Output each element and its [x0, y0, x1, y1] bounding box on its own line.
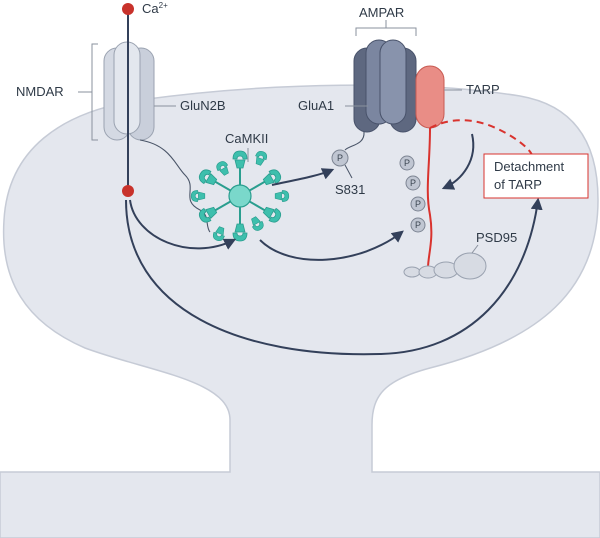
glua1-label: GluA1: [298, 98, 334, 113]
tarp-detachment-dashed: [429, 119, 533, 156]
phospho-sites: [399, 155, 426, 233]
glun2b-label: GluN2B: [180, 98, 226, 113]
s831-phospho-label: P: [337, 153, 343, 163]
camkii-holoenzyme-icon: [190, 149, 290, 243]
s831-label: S831: [335, 182, 365, 197]
ampar-bracket: [355, 20, 417, 36]
camkii-label: CaMKII: [225, 131, 268, 146]
arrow-tarp-phospho: [441, 133, 475, 190]
nmdar-label: NMDAR: [16, 84, 64, 99]
phospho-label: P: [410, 178, 416, 188]
detachment-label-line1: Detachment: [494, 159, 564, 174]
tarp-tail: [426, 127, 433, 269]
phospho-label: P: [404, 158, 410, 168]
calcium-ion-icon: [122, 185, 134, 197]
arrow-camkii-to-tarp-phospho: [259, 230, 404, 261]
calcium-ion-icon: [122, 3, 134, 15]
detachment-label-line2: of TARP: [494, 177, 542, 192]
tarp-label: TARP: [466, 82, 500, 97]
tarp-protein: [415, 65, 445, 129]
arrow-ca-to-detachment: [125, 197, 543, 356]
nmdar-bracket: [78, 43, 98, 141]
psd95-scaffold-icon: [403, 252, 487, 280]
phospho-label: P: [415, 220, 421, 230]
arrow-ca-to-camkii: [129, 199, 237, 250]
phospho-label: P: [415, 199, 421, 209]
calcium-label: Ca2+: [142, 1, 168, 16]
nmdar-receptor: [103, 14, 155, 188]
arrow-camkii-to-s831: [271, 168, 335, 186]
glua1-tail: [344, 131, 365, 151]
dendritic-spine: [0, 84, 600, 538]
detachment-box: [483, 153, 589, 199]
psd95-label: PSD95: [476, 230, 517, 245]
ampar-label: AMPAR: [359, 5, 404, 20]
s831-phospho-site: [331, 149, 349, 167]
ampar-receptor: [353, 39, 417, 133]
